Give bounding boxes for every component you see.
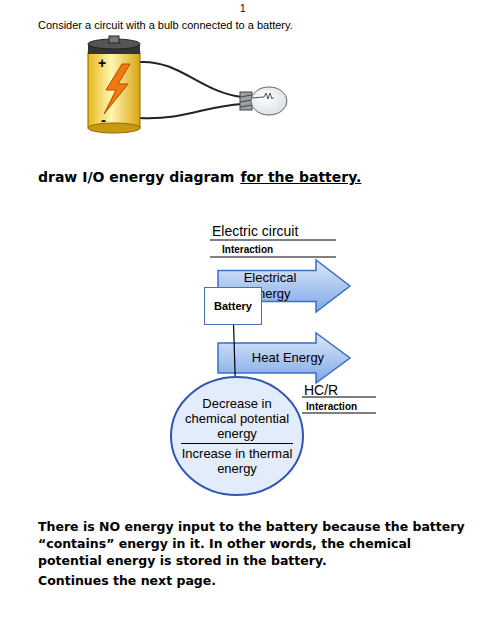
interaction-rule xyxy=(210,240,336,241)
node-text-group: Decrease in chemical potential energyInc… xyxy=(170,376,304,496)
battery-terminal xyxy=(109,36,119,43)
wire xyxy=(140,62,242,97)
interaction-word: Interaction xyxy=(222,243,273,256)
energy-label: Heat Energy xyxy=(252,350,324,366)
energy-arrow: Heat Energy xyxy=(218,333,350,383)
arrow-outline xyxy=(218,333,350,383)
interaction-rule xyxy=(210,257,336,258)
system-box: Battery xyxy=(204,287,262,325)
energy-change-text: Increase in thermal energy xyxy=(181,444,293,478)
energy-change-circle: Decrease in chemical potential energyInc… xyxy=(170,376,304,496)
terminal-sign: - xyxy=(101,110,106,129)
battery-bottom xyxy=(88,123,140,133)
circle-outline xyxy=(171,377,303,495)
interaction-word: Interaction xyxy=(306,400,357,413)
lightning-symbol xyxy=(104,64,130,114)
bulb-filament xyxy=(252,93,274,99)
page-number: 1 xyxy=(240,2,246,15)
task-heading: for the battery. xyxy=(240,168,361,186)
intro-text: Consider a circuit with a bulb connected… xyxy=(38,18,293,32)
energy-change-text: Decrease in chemical potential energy xyxy=(181,394,293,444)
note-text: Continues the next page. xyxy=(38,573,216,589)
box-label: Battery xyxy=(214,298,252,314)
task-heading: draw I/O energy diagram xyxy=(38,168,234,186)
node-text-group: Battery xyxy=(205,288,261,324)
battery-body xyxy=(88,52,140,128)
connector-line xyxy=(234,325,236,376)
bulb-base xyxy=(240,92,252,110)
interaction-name: Electric circuit xyxy=(212,222,298,240)
bulb-thread xyxy=(240,100,252,102)
interaction-name: HC/R xyxy=(304,381,338,399)
note-text: There is NO energy input to the battery … xyxy=(38,518,468,569)
interaction-rule xyxy=(302,413,376,414)
bulb-thread xyxy=(240,105,252,107)
node-text-group: Heat Energy xyxy=(248,333,328,383)
bulb-glass xyxy=(251,87,287,115)
wire xyxy=(140,104,242,118)
terminal-sign: + xyxy=(98,54,106,72)
bulb-thread xyxy=(240,95,252,97)
